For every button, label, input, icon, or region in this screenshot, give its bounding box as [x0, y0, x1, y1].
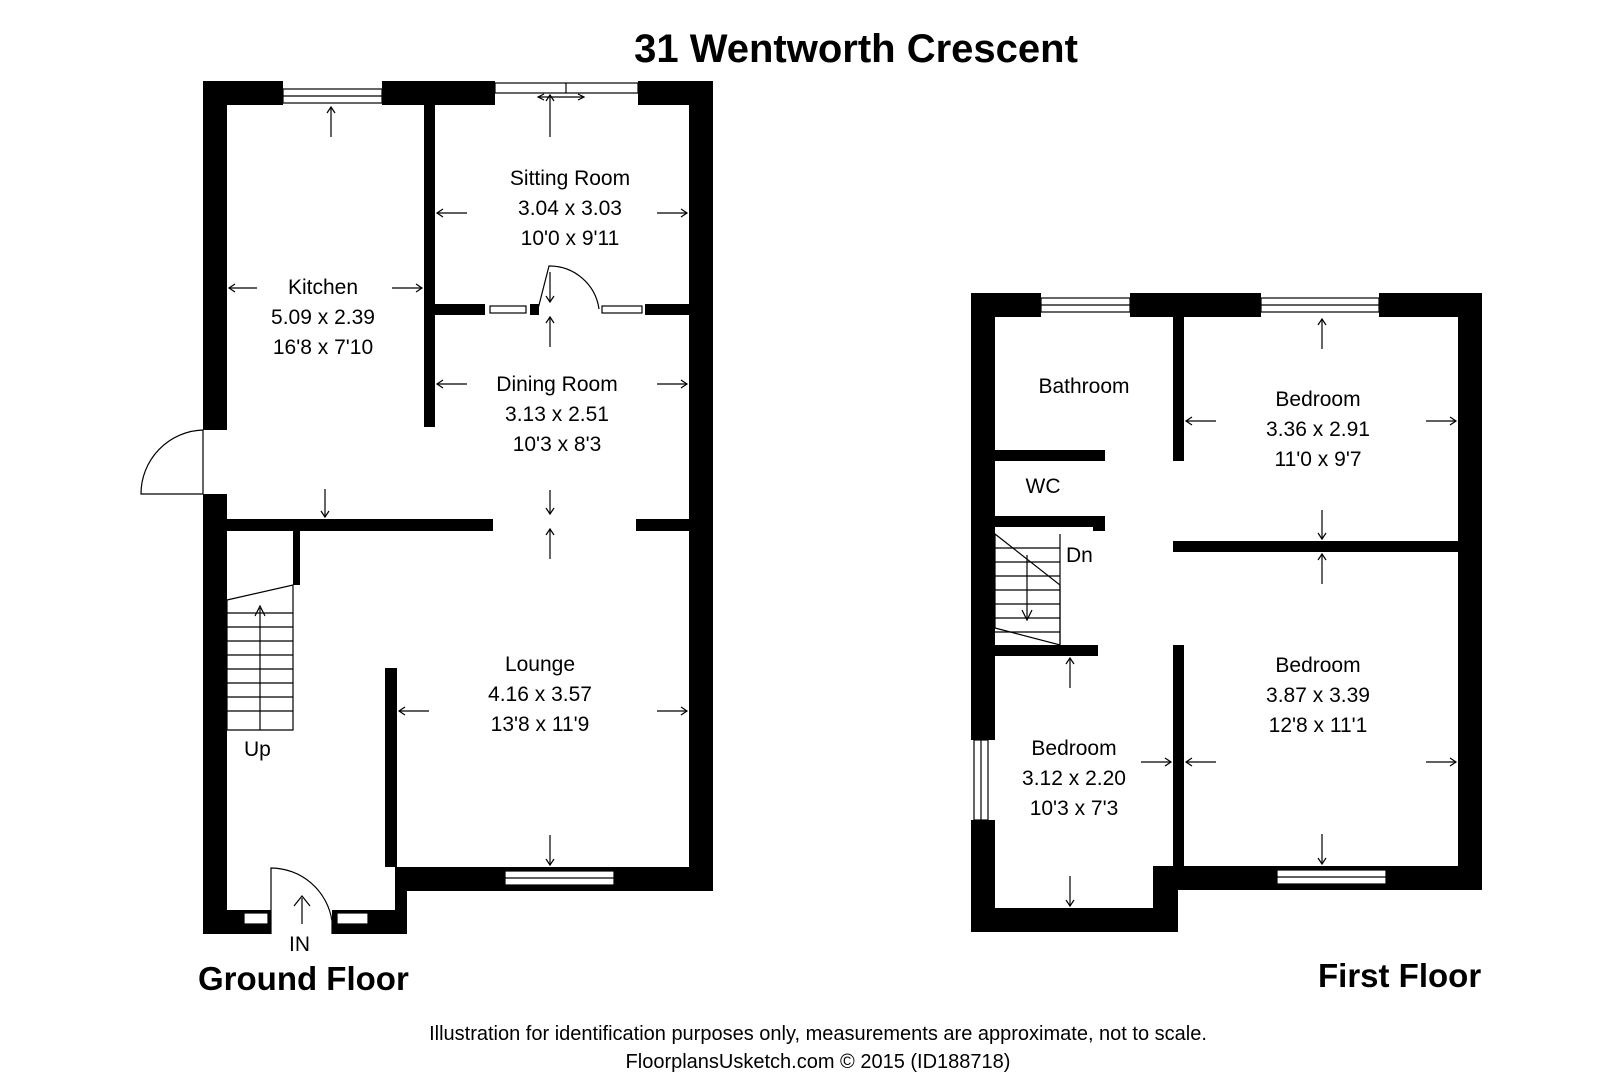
- gf-wall-right: [689, 81, 713, 891]
- stairs-down-label: Dn: [1066, 544, 1093, 567]
- wc-name: WC: [1026, 475, 1061, 498]
- ground-floor-label: Ground Floor: [198, 960, 409, 997]
- gf-internal-window-left: [489, 305, 527, 314]
- gf-wall-sitting-dining-mid: [530, 304, 539, 315]
- ff-wall-left-upper: [971, 293, 995, 740]
- gf-front-door: [270, 867, 333, 934]
- gf-staircase: [226, 584, 294, 731]
- dining-room-imperial: 10'3 x 8'3: [513, 433, 602, 456]
- gf-sitting-door: [537, 265, 600, 310]
- ff-wall-bed3-bed2: [1173, 645, 1184, 866]
- ff-wall-bath-bed1: [1173, 317, 1184, 461]
- kitchen-name: Kitchen: [288, 276, 358, 299]
- gf-wall-lounge-left: [385, 668, 397, 867]
- bedroom2-imperial: 12'8 x 11'1: [1269, 714, 1368, 737]
- bedroom1-imperial: 11'0 x 9'7: [1274, 448, 1361, 471]
- disclaimer-line2: FloorplansUsketch.com © 2015 (ID188718): [626, 1051, 1011, 1073]
- dining-room-metric: 3.13 x 2.51: [505, 403, 609, 426]
- gf-wall-stair-divider: [293, 531, 300, 585]
- gf-side-door: [140, 429, 204, 495]
- gf-wall-hall-right: [636, 519, 689, 531]
- ff-wall-bottom-left: [971, 908, 1178, 932]
- property-title: 31 Wentworth Crescent: [634, 27, 1078, 71]
- ff-wall-bed1-bed2: [1173, 541, 1458, 552]
- ff-measurement-arrows: [1065, 317, 1458, 908]
- bedroom1-name: Bedroom: [1275, 388, 1360, 411]
- bathroom-name: Bathroom: [1038, 375, 1129, 398]
- first-floor-label: First Floor: [1318, 957, 1481, 994]
- entrance-arrow-icon: [293, 895, 311, 924]
- bedroom2-metric: 3.87 x 3.39: [1266, 684, 1370, 707]
- ff-wall-right: [1458, 293, 1482, 890]
- bedroom1-metric: 3.36 x 2.91: [1266, 418, 1370, 441]
- dining-room-name: Dining Room: [496, 373, 617, 396]
- lounge-name: Lounge: [505, 653, 575, 676]
- bedroom3-imperial: 10'3 x 7'3: [1030, 797, 1119, 820]
- stairs-up-label: Up: [244, 738, 271, 761]
- ff-wall-bath-wc: [995, 450, 1105, 461]
- sitting-room-metric: 3.04 x 3.03: [518, 197, 622, 220]
- entrance-label: IN: [289, 933, 310, 956]
- sitting-room-name: Sitting Room: [510, 167, 630, 190]
- kitchen-metric: 5.09 x 2.39: [271, 306, 375, 329]
- disclaimer-line1: Illustration for identification purposes…: [429, 1023, 1207, 1045]
- ff-wall-bottom-inner: [1153, 866, 1178, 932]
- gf-wall-sitting-dining-left: [435, 304, 485, 315]
- gf-window-hall-right: [336, 912, 369, 925]
- sitting-room-imperial: 10'0 x 9'11: [521, 227, 620, 250]
- gf-wall-sitting-dining-right: [645, 304, 689, 315]
- gf-window-hall-left: [243, 912, 269, 925]
- gf-wall-top-mid: [382, 81, 495, 105]
- ff-wall-top-mid: [1130, 293, 1261, 317]
- first-floor-plan: Bathroom WC Dn Bedroom 3.36 x 2.91 11'0 …: [971, 293, 1482, 994]
- gf-wall-hall-left: [227, 519, 493, 531]
- bedroom3-name: Bedroom: [1031, 737, 1116, 760]
- gf-wall-left-upper: [203, 81, 227, 430]
- gf-internal-window-right: [601, 305, 643, 314]
- ground-floor-plan: Kitchen 5.09 x 2.39 16'8 x 7'10 Sitting …: [140, 81, 713, 997]
- gf-wall-left-lower: [203, 494, 227, 934]
- ff-wall-wc-landing: [995, 516, 1105, 527]
- bedroom3-metric: 3.12 x 2.20: [1022, 767, 1126, 790]
- gf-measurement-arrows: [227, 93, 689, 867]
- ff-wall-wc-stub: [1093, 516, 1105, 531]
- lounge-metric: 4.16 x 3.57: [488, 683, 592, 706]
- ff-wall-stair-bed3: [995, 645, 1098, 656]
- kitchen-imperial: 16'8 x 7'10: [273, 336, 373, 359]
- bedroom2-name: Bedroom: [1275, 654, 1360, 677]
- lounge-imperial: 13'8 x 11'9: [491, 713, 590, 736]
- ff-staircase: [994, 532, 1061, 646]
- gf-wall-kitchen-sitting: [424, 105, 435, 427]
